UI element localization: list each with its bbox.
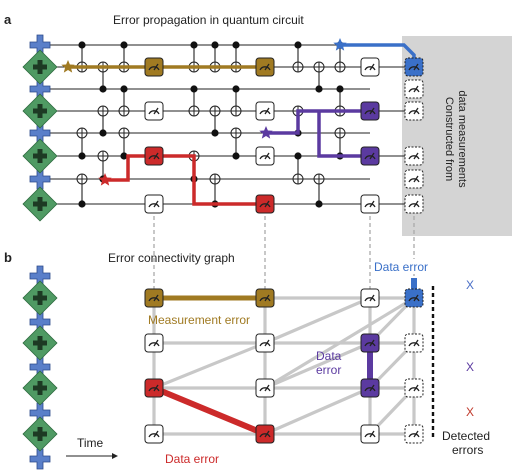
detected-errors-line1: Detected: [442, 429, 490, 443]
meter-icon: [360, 146, 380, 166]
meter-icon: [144, 146, 164, 166]
meter-icon: [144, 57, 164, 77]
dashed-meter-icon: [404, 288, 424, 308]
meter-icon: [360, 378, 380, 398]
panel-b: b Error connectivity graph: [4, 250, 490, 470]
dashed-meter-icon: [404, 333, 424, 353]
dashed-meter-icon: [404, 169, 424, 189]
dashed-meter-icon: [404, 79, 424, 99]
meter-icon: [144, 194, 164, 214]
meter-icon: [255, 378, 275, 398]
time-label: Time: [77, 436, 104, 450]
panel-b-title: Error connectivity graph: [108, 251, 235, 265]
meter-icon: [360, 101, 380, 121]
dashed-meter-icon: [404, 146, 424, 166]
data-error-bottom-label: Data error: [165, 452, 219, 466]
data-error-mid-label-line1: Data: [316, 349, 342, 363]
meter-icon: [255, 333, 275, 353]
data-error-star: [98, 173, 112, 186]
meter-icon: [255, 146, 275, 166]
data-error-path-a: [105, 154, 265, 206]
meter-icon: [360, 57, 380, 77]
meter-icon: [144, 288, 164, 308]
panel-a-letter: a: [4, 12, 12, 27]
dashed-meter-icon: [404, 378, 424, 398]
meter-icon: [144, 424, 164, 444]
dashed-meter-icon: [404, 101, 424, 121]
meter-icon: [360, 288, 380, 308]
dashed-meter-icon: [404, 424, 424, 444]
meter-icon: [360, 194, 380, 214]
blue-error-star: [333, 38, 347, 51]
panel-b-letter: b: [4, 250, 12, 265]
meter-icon: [144, 378, 164, 398]
side-label-line1: Constructed from: [443, 97, 455, 181]
graph-nodes: [144, 288, 424, 444]
x-mark-purple: X: [466, 360, 474, 374]
dashed-meter-icon: [404, 57, 424, 77]
qubit-lattice-b: [22, 265, 58, 470]
meter-icon: [360, 333, 380, 353]
meter-icon: [144, 101, 164, 121]
meter-icon: [144, 333, 164, 353]
measurement-error-label: Measurement error: [148, 313, 250, 327]
meter-icon: [255, 194, 275, 214]
x-mark-red: X: [466, 405, 474, 419]
meter-icon: [360, 424, 380, 444]
side-label-line2: data measurements: [456, 90, 468, 188]
meter-icon: [255, 288, 275, 308]
qubit-lattice-a: [22, 34, 58, 222]
purple-error-star: [259, 126, 273, 139]
data-error-top-label: Data error: [374, 260, 428, 274]
panel-a: a Error propagation in quantum circuit C…: [4, 12, 512, 290]
measurement-boxes-a: [144, 57, 424, 214]
meter-icon: [255, 424, 275, 444]
time-arrow-head: [112, 453, 118, 459]
measurement-error-star: [61, 60, 75, 73]
cnot-targets: [76, 61, 346, 185]
data-error-top-label-bg: [372, 259, 440, 274]
panel-a-title: Error propagation in quantum circuit: [113, 13, 304, 27]
data-error-mid-label-line2: error: [316, 363, 341, 377]
dashed-meter-icon: [404, 194, 424, 214]
meter-icon: [255, 101, 275, 121]
meter-icon: [255, 57, 275, 77]
data-error-edge: [152, 385, 267, 437]
data-qubit-plus: [33, 291, 47, 441]
detected-errors-line2: errors: [452, 443, 483, 457]
x-mark-blue: X: [466, 278, 474, 292]
data-qubit-plus: [33, 60, 47, 211]
purple-error-path-a: [266, 109, 370, 158]
